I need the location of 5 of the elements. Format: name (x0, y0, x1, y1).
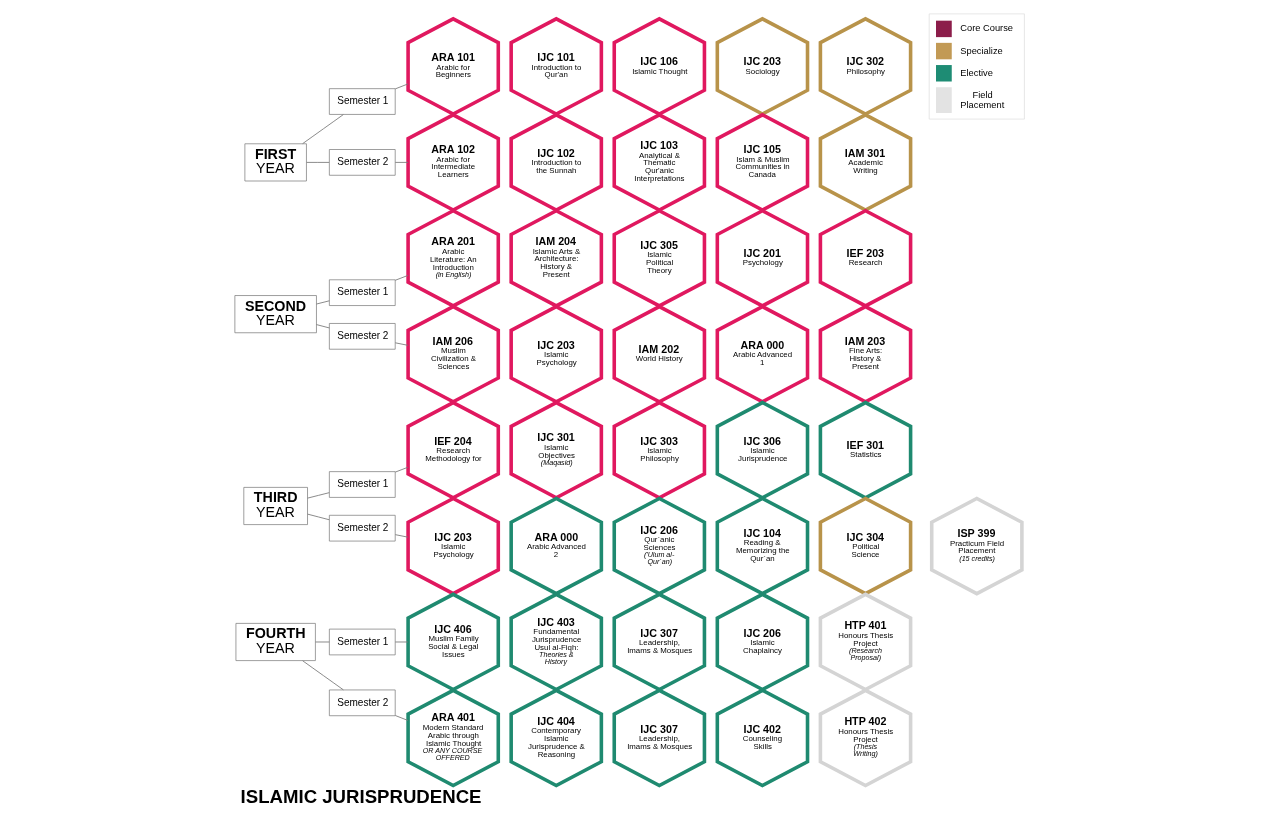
legend-label: Core Course (960, 23, 1014, 34)
diagram-title: ISLAMIC JURISPRUDENCE (240, 785, 482, 807)
legend-label: Specialize (960, 45, 1003, 56)
legend-label: Elective (960, 67, 993, 78)
legend-label: Field Placement (960, 89, 1005, 110)
